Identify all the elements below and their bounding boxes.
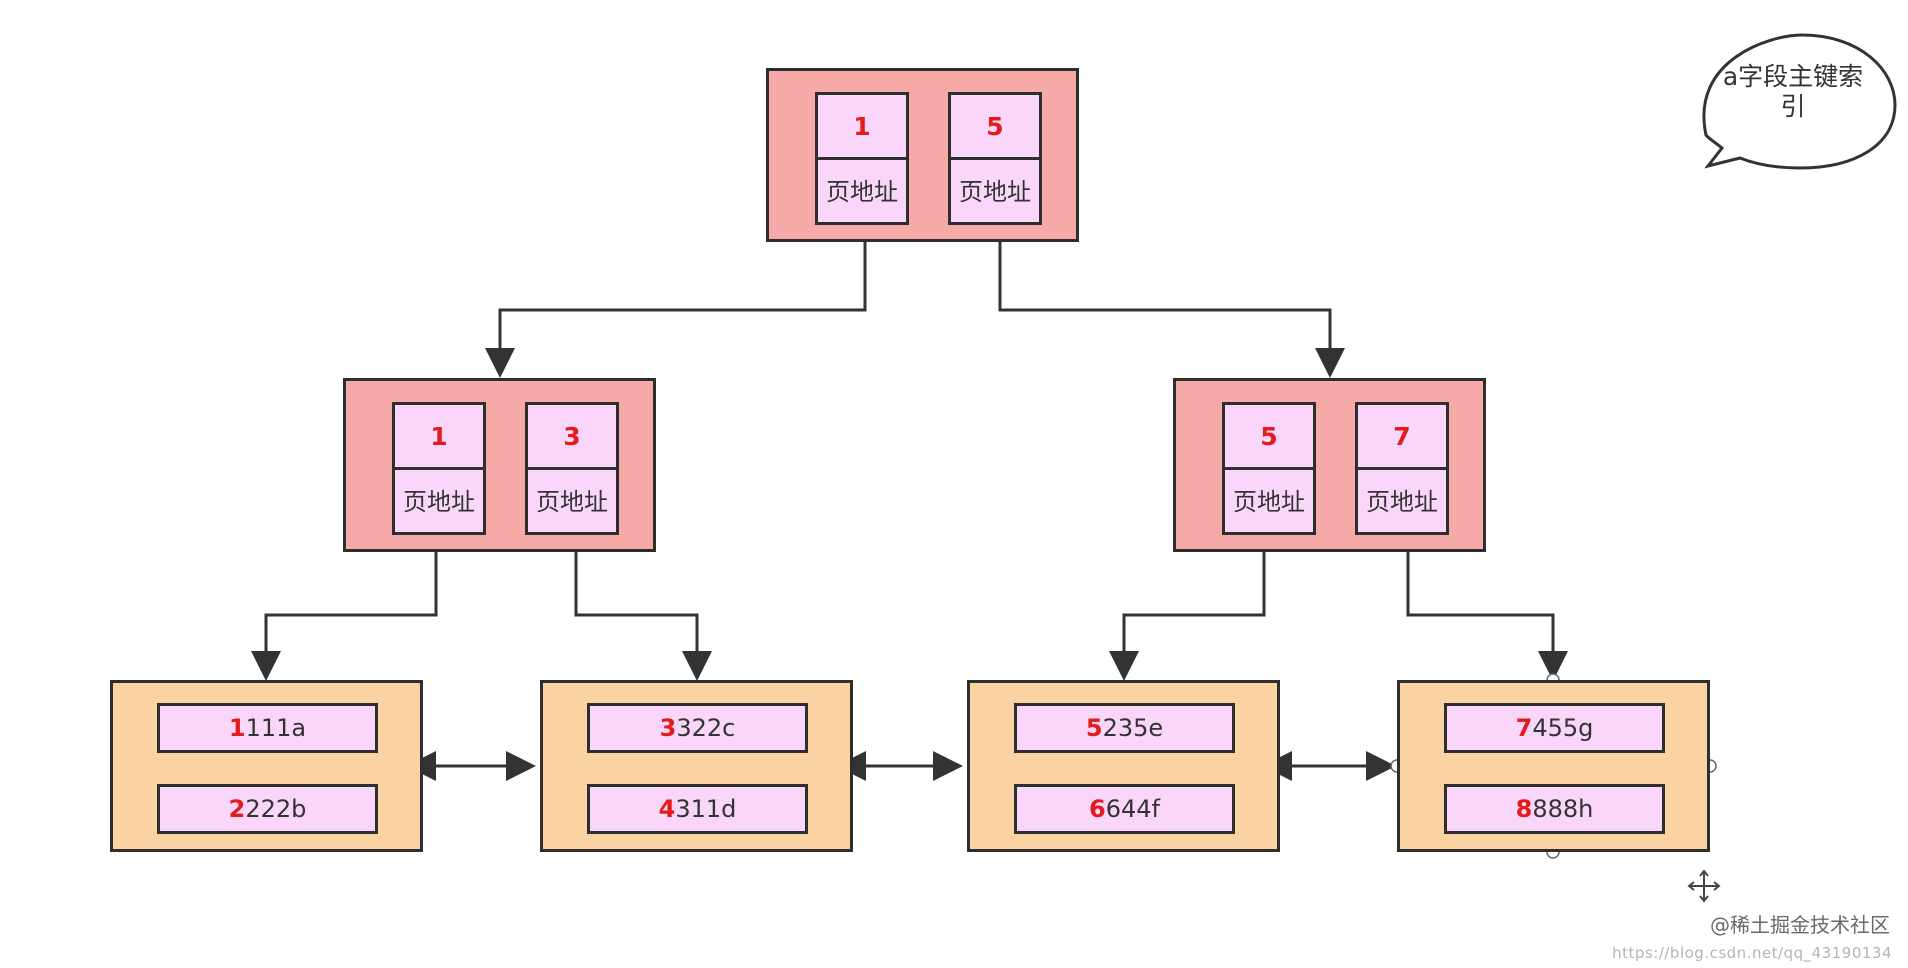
edge-root-to-right [998,242,1345,378]
watermark-label: @稀土掘金技术社区 [1710,913,1890,937]
address-label: 页地址 [1366,488,1438,516]
key-label: 3 [528,405,616,470]
record-key: 4 [658,795,676,823]
source-url-label: https://blog.csdn.net/qq_43190134 [1612,944,1892,962]
record-value: 644f [1105,795,1160,823]
record-key: 8 [1515,795,1533,823]
root-entry-2: 5 页地址 [948,92,1042,225]
record-key: 5 [1085,714,1103,742]
address-label: 页地址 [959,178,1031,206]
record-value: 311d [675,795,737,823]
root-node[interactable]: 1 页地址 5 页地址 [766,68,1079,242]
key-label: 1 [818,95,906,160]
internal-left-entry-1: 1 页地址 [392,402,486,535]
root-entry-1: 1 页地址 [815,92,909,225]
key-label: 5 [951,95,1039,160]
address-label: 页地址 [536,488,608,516]
record-key: 6 [1089,795,1106,823]
record-value: 235e [1102,714,1164,742]
record-value: 222b [245,795,307,823]
move-cursor-icon [1687,869,1721,903]
key-label: 7 [1358,405,1446,470]
record-value: 111a [245,714,307,742]
address-label: 页地址 [403,488,475,516]
edge-root-to-left [485,242,867,378]
record-key: 3 [659,714,677,742]
record-value: 322c [676,714,736,742]
edge-right-to-leaf3 [1109,552,1266,681]
callout-text: a字段主键索引 [1722,62,1864,121]
edge-left-to-leaf1 [251,552,438,681]
edge-left-to-leaf2 [574,552,712,681]
record-key: 7 [1515,714,1533,742]
address-label: 页地址 [826,178,898,206]
callout-bubble [1702,33,1897,170]
internal-right-entry-1: 5 页地址 [1222,402,1316,535]
address-label: 页地址 [1233,488,1305,516]
internal-node-left[interactable]: 1 页地址 3 页地址 [343,378,656,552]
edge-right-to-leaf4 [1406,552,1568,681]
record-value: 888h [1532,795,1594,823]
record-value: 455g [1532,714,1594,742]
key-label: 1 [395,405,483,470]
internal-node-right[interactable]: 5 页地址 7 页地址 [1173,378,1486,552]
record-key: 2 [228,795,246,823]
internal-right-entry-2: 7 页地址 [1355,402,1449,535]
internal-left-entry-2: 3 页地址 [525,402,619,535]
record-key: 1 [228,714,246,742]
key-label: 5 [1225,405,1313,470]
